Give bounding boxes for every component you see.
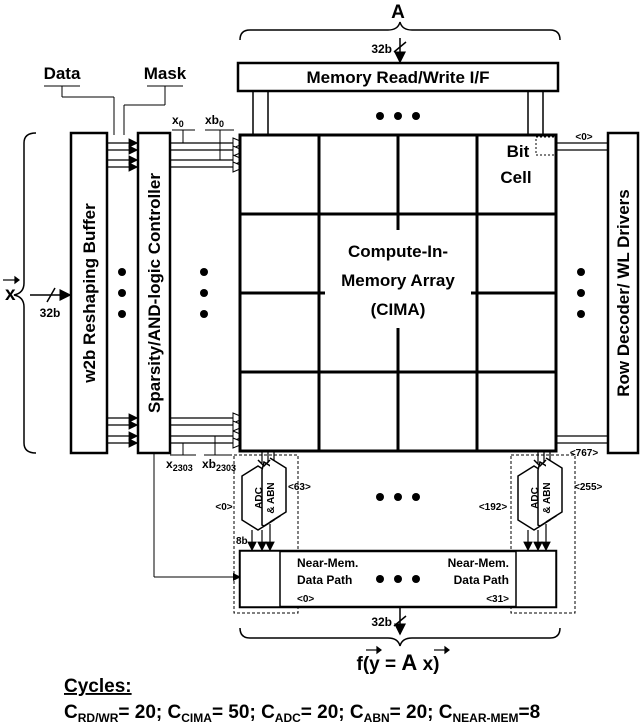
near-mem-left-block: [239, 550, 281, 608]
controller-to-nearmem-wire: [153, 453, 241, 581]
adc-left-label-1: ADC: [254, 487, 265, 509]
adc-right-shapes: [517, 457, 563, 531]
adc-left-shapes: [241, 457, 287, 531]
reshaping-buffer-label: w2b Reshaping Buffer: [80, 203, 99, 384]
nmdp-right-index: <31>: [486, 594, 509, 605]
bit-cell-label-line2: Cell: [500, 168, 531, 187]
x2303-label: x2303: [166, 457, 193, 473]
cima-label-bg: [325, 230, 471, 328]
top-bus-width: 32b: [371, 42, 392, 56]
data-input-label: Data: [44, 64, 81, 83]
input-bus-width: 32b: [40, 306, 61, 320]
adc-right-outputs: [523, 524, 551, 552]
adc-right-label-1: ADC: [530, 487, 541, 509]
top-bus: [393, 38, 407, 64]
adc-left-outputs: [247, 524, 275, 552]
mask-input-label: Mask: [144, 64, 187, 83]
adc-left-index-back: <63>: [288, 482, 311, 493]
buffer-controller-wires-top: [107, 138, 139, 172]
adc-left-index-front: <0>: [215, 502, 232, 513]
output-expression: f(y = A x): [357, 650, 440, 675]
x0-xb0-wires: [172, 129, 234, 160]
x2303-xb2303-wires: [170, 436, 232, 456]
sparsity-controller-label: Sparsity/AND-logic Controller: [145, 173, 164, 413]
row-decoder-box: [606, 131, 640, 455]
left-brace: [13, 132, 37, 454]
controller-array-wires-bottom: [170, 417, 233, 444]
row-decoder-label: Row Decoder/ WL Drivers: [614, 189, 633, 397]
adc-right-index-back: <255>: [574, 482, 603, 493]
mem-if-ellipsis: [376, 112, 420, 120]
controller-ellipsis: [200, 268, 208, 318]
adc-right-index-front: <192>: [479, 502, 508, 513]
memory-rw-interface-label: Memory Read/Write I/F: [307, 68, 490, 87]
adc-bus-width: 8b: [236, 536, 248, 547]
controller-array-wires-top: [170, 142, 233, 168]
xb2303-label: xb2303: [202, 457, 236, 473]
mem-if-connectors: [252, 91, 544, 135]
bit-cell-label-line1: Bit: [507, 142, 530, 161]
nmdp-left-index: <0>: [297, 594, 314, 605]
bottom-bus: [393, 607, 407, 636]
buffer-ellipsis: [118, 268, 126, 318]
near-mem-right-block: [515, 550, 557, 608]
vector-arrow-x: [3, 275, 20, 285]
adc-right-label-2: & ABN: [542, 482, 553, 513]
nmdp-left-label-1: Near-Mem.: [297, 556, 358, 570]
cima-label-line3: (CIMA): [371, 300, 426, 319]
sparsity-controller-box: [136, 131, 172, 455]
bit-cell-marker: [535, 136, 557, 156]
nmdp-right-label-2: Data Path: [454, 573, 509, 587]
nmdp-left-label-2: Data Path: [297, 573, 352, 587]
nmdp-right-label-1: Near-Mem.: [448, 556, 509, 570]
xb0-label: xb0: [205, 113, 224, 129]
cycles-title: Cycles:: [64, 676, 132, 697]
adc-right-dashed-group: [510, 454, 576, 614]
input-vector-x-label: x: [5, 284, 16, 305]
data-mask-wiring: [44, 85, 183, 135]
row-index-last: <767>: [570, 448, 599, 459]
output-vector-arrows: [366, 645, 450, 655]
cima-label-line2: Memory Array: [341, 271, 455, 290]
memory-rw-interface-box: [236, 61, 560, 93]
buffer-controller-wires-bottom: [107, 413, 139, 448]
matrix-a-label: A: [391, 2, 405, 23]
adc-ellipsis: [376, 493, 420, 501]
cycles-line: CRD/WR= 20; CCIMA= 50; CADC= 20; CABN= 2…: [64, 702, 540, 724]
adc-left-dashed-group: [233, 454, 299, 614]
row-decoder-ellipsis: [577, 268, 585, 318]
bottom-bus-width: 32b: [371, 615, 392, 629]
bottom-brace: [239, 627, 561, 647]
input-bus: [30, 287, 72, 303]
top-brace: [239, 21, 561, 41]
row-index-first: <0>: [575, 132, 592, 143]
adc-left-label-2: & ABN: [266, 482, 277, 513]
reshaping-buffer-box: [69, 131, 109, 455]
cima-label-line1: Compute-In-: [348, 242, 448, 261]
near-mem-ellipsis: [376, 575, 420, 583]
x0-label: x0: [172, 113, 184, 129]
row-decoder-wires: [556, 142, 608, 444]
